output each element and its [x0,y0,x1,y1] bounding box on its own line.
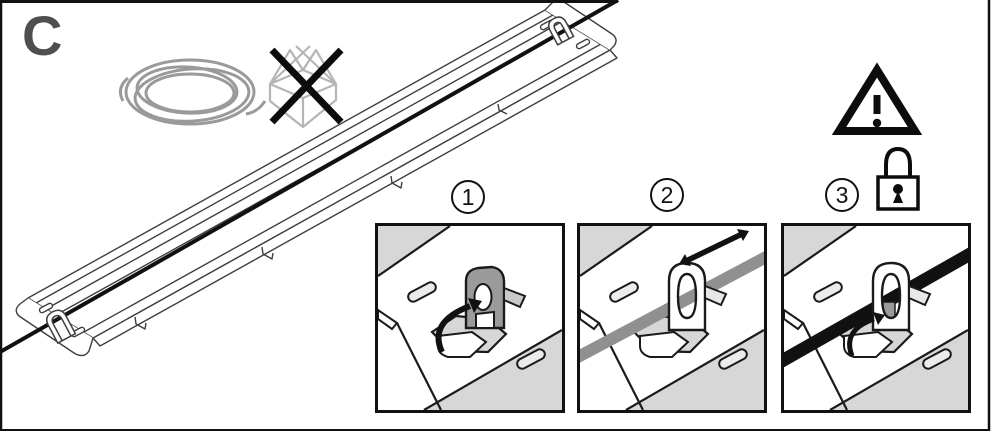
latch-detail [261,246,274,260]
frame-border [0,0,991,431]
step-3-panel [781,223,971,413]
coiled-cable-icon [118,58,267,126]
section-letter: C [22,4,63,67]
lock-arrow [847,312,885,357]
cable-clip-open [464,265,527,330]
crossed-out-box-icon [268,45,344,129]
cable-clip-locked [871,261,932,332]
slide-double-arrow [679,229,749,266]
cross-icon [269,47,344,125]
lock-clip-on-cable-illustration [784,226,968,410]
step-1-number: 1 [451,180,485,214]
mounting-slot [922,348,952,370]
flip-up-cable-clip-illustration [378,226,562,410]
warning-triangle-icon [831,62,923,135]
mounting-slot [813,281,843,303]
step-1-panel [375,223,565,413]
fixture-cable-clips [45,16,575,345]
mounting-slot [609,281,639,303]
mounting-slot [407,281,437,303]
latch-detail [134,316,147,330]
mounting-slot [516,348,546,370]
padlock-icon [876,146,920,211]
suspension-cable-line [0,0,619,354]
step-2-panel [577,223,767,413]
mounting-slot [718,348,748,370]
latch-detail [497,103,508,115]
step-3-number: 3 [825,178,859,212]
step-2-number: 2 [650,178,684,212]
clip-seat [843,330,894,358]
latch-detail [390,175,403,189]
rotate-up-arrow [435,298,482,354]
clip-seat [639,330,690,358]
cable-through-clip-slide-illustration [580,226,764,410]
